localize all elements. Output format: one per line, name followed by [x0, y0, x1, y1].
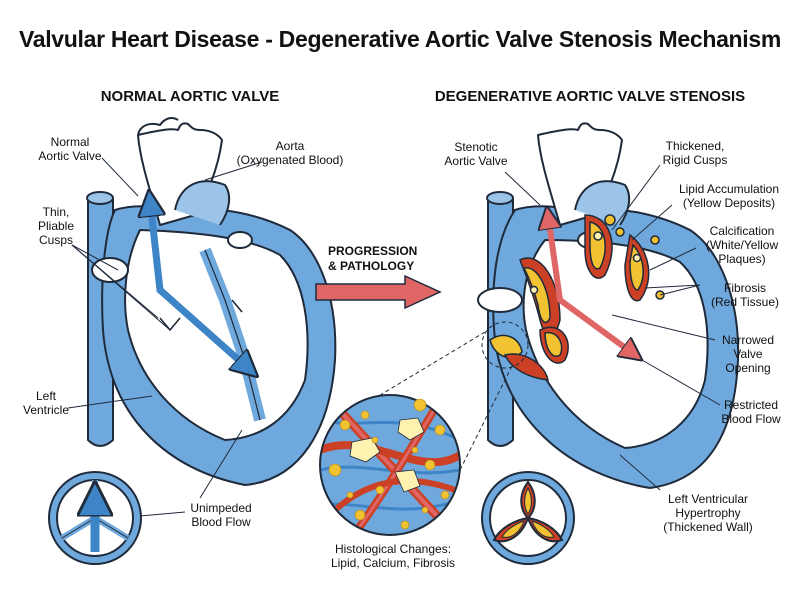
- normal-valve-top-view: [48, 471, 142, 565]
- label-aorta: Aorta(Oxygenated Blood): [236, 139, 344, 167]
- progression-arrow: [315, 274, 442, 310]
- lipid-droplet: [339, 419, 351, 431]
- lipid-droplet: [354, 509, 366, 521]
- label-progression-pathology: PROGRESSION& PATHOLOGY: [328, 244, 418, 273]
- unimpeded-flow-arrow: [150, 200, 250, 370]
- lipid-droplet: [411, 446, 419, 454]
- right-leader-lines: [504, 164, 721, 491]
- normal-heart-illustration: [86, 116, 337, 486]
- lipid-droplet: [346, 491, 354, 499]
- lipid-deposits: [328, 398, 450, 530]
- lipid-droplet: [360, 410, 370, 420]
- label-histological-changes: Histological Changes:Lipid, Calcium, Fib…: [330, 542, 456, 570]
- label-thickened-rigid-cusps: Thickened,Rigid Cusps: [662, 139, 728, 167]
- lipid-droplet: [371, 436, 379, 444]
- restricted-flow-arrow: [548, 215, 635, 355]
- lipid-droplet: [440, 490, 450, 500]
- lipid-droplet: [400, 520, 410, 530]
- left-leader-lines: [67, 157, 263, 499]
- lipid-droplet: [434, 424, 446, 436]
- lipid-droplet: [424, 459, 436, 471]
- normal-valve-heading: NORMAL AORTIC VALVE: [100, 88, 280, 105]
- stenotic-valve-top-view: [481, 471, 575, 565]
- page-title: Valvular Heart Disease - Degenerative Ao…: [18, 26, 782, 52]
- label-fibrosis: Fibrosis(Red Tissue): [710, 281, 780, 309]
- label-lipid-accumulation: Lipid Accumulation(Yellow Deposits): [678, 182, 780, 210]
- lipid-droplet: [328, 463, 342, 477]
- stenosis-heading: DEGENERATIVE AORTIC VALVE STENOSIS: [434, 88, 746, 105]
- histology-circle: [319, 394, 461, 536]
- lipid-droplet: [421, 506, 429, 514]
- lipid-droplet: [413, 398, 427, 412]
- lipid-droplet: [375, 485, 385, 495]
